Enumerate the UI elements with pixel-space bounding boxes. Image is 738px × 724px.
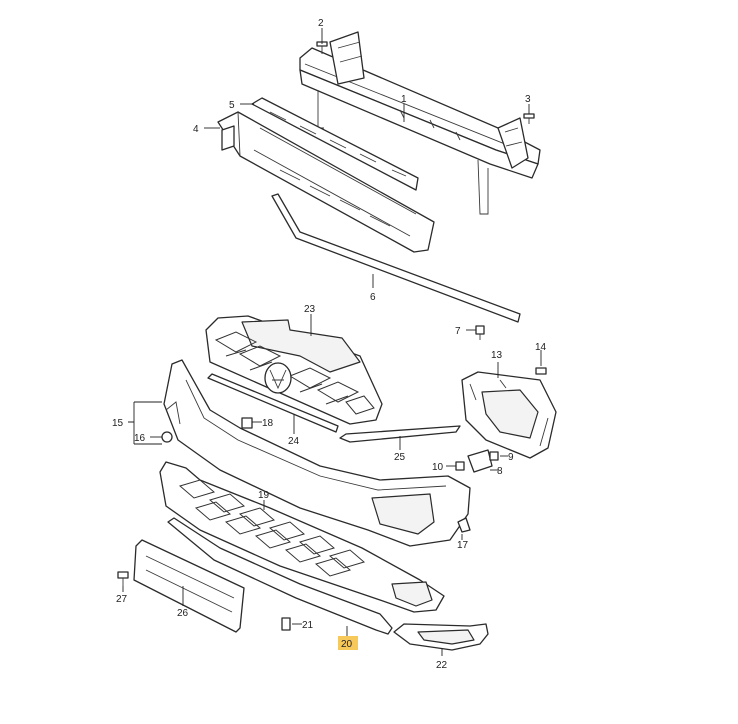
highlight-box-20: [338, 636, 358, 650]
callout-6: 6: [370, 292, 376, 303]
callout-23: 23: [304, 304, 316, 315]
part-screw-17: [457, 517, 471, 533]
part-chrome-trim-22: [393, 623, 489, 651]
part-screw-21: [281, 617, 291, 631]
callout-7: 7: [455, 326, 461, 337]
part-spoiler-lip-20: [167, 517, 393, 635]
callout-21: 21: [302, 620, 314, 631]
part-screw-14: [535, 367, 547, 375]
callout-22: 22: [436, 660, 448, 671]
part-clip-10: [455, 461, 465, 471]
callout-19: 19: [258, 490, 270, 501]
part-washer-16: [161, 431, 173, 443]
part-chrome-strip-25: [339, 425, 461, 443]
part-lower-grille-19: [159, 461, 445, 613]
part-fog-bracket-13: [461, 371, 557, 459]
part-mounting-strip-5: [251, 97, 419, 191]
callout-27: 27: [116, 594, 128, 605]
part-energy-absorber-4: [217, 111, 435, 253]
callout-25: 25: [394, 452, 406, 463]
callout-8: 8: [497, 466, 503, 477]
callout-2: 2: [318, 18, 324, 29]
callout-15: 15: [112, 418, 124, 429]
part-upper-grille-23: [205, 315, 383, 425]
callout-labels: 2 1 3 5 4 6 7 23 13 14 15 16 18 24 25 10…: [112, 18, 547, 671]
callout-13: 13: [491, 350, 503, 361]
callout-16: 16: [134, 433, 146, 444]
callout-1: 1: [401, 94, 407, 105]
callout-24: 24: [288, 436, 300, 447]
part-bumper-reinforcement-bar: [299, 31, 541, 215]
part-bumper-cover-15: [163, 359, 471, 547]
callout-5: 5: [229, 100, 235, 111]
leader-lines: [122, 28, 542, 656]
part-screw-27: [117, 571, 129, 586]
part-bracket-8: [467, 449, 493, 473]
part-license-plate-bracket-26: [133, 539, 245, 633]
part-clip-7: [475, 325, 485, 340]
callout-17: 17: [457, 540, 469, 551]
part-trim-strip-6: [271, 193, 521, 323]
part-clip-18: [241, 417, 253, 429]
callout-4: 4: [193, 124, 199, 135]
callout-20: 20: [341, 639, 353, 650]
part-bolt-3: [523, 113, 535, 124]
callout-3: 3: [525, 94, 531, 105]
callout-18: 18: [262, 418, 274, 429]
callout-10: 10: [432, 462, 444, 473]
callout-14: 14: [535, 342, 547, 353]
callout-26: 26: [177, 608, 189, 619]
callout-9: 9: [508, 452, 514, 463]
part-clip-9: [489, 451, 499, 461]
part-chrome-strip-24: [207, 373, 339, 433]
